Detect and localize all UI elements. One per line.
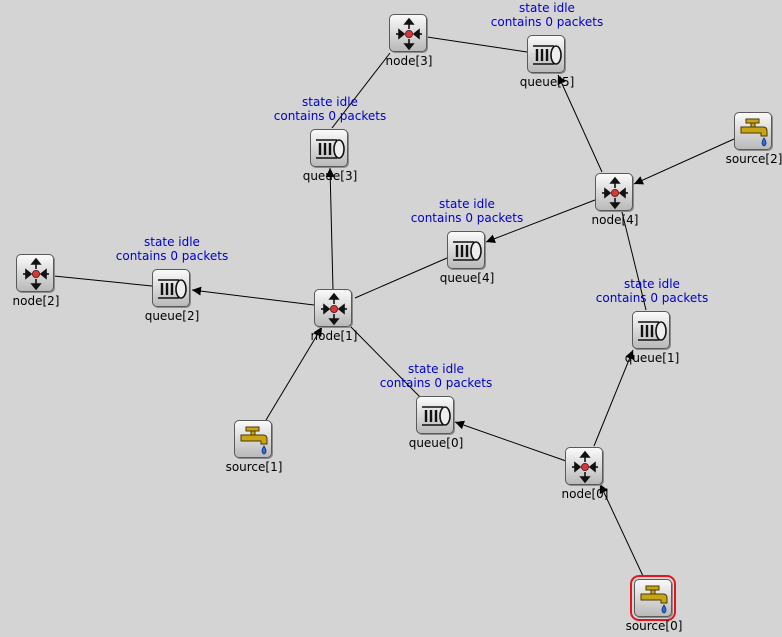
link-source2-node4 bbox=[633, 138, 735, 185]
link-node1-queue2 bbox=[191, 286, 315, 306]
link-node4-queue5 bbox=[557, 74, 603, 173]
queue-icon bbox=[527, 35, 565, 73]
router-icon bbox=[16, 254, 54, 292]
router-icon bbox=[314, 289, 352, 327]
module-label: node[3] bbox=[385, 54, 433, 68]
queue-icon bbox=[416, 396, 454, 434]
router-icon bbox=[595, 173, 633, 211]
module-label: queue[3] bbox=[302, 169, 358, 183]
module-label: queue[0] bbox=[408, 436, 464, 450]
queue-state-text: state idle bbox=[302, 95, 358, 109]
queue-icon bbox=[152, 269, 190, 307]
link-queue2-node2 bbox=[53, 275, 153, 287]
faucet-icon bbox=[734, 112, 772, 150]
queue-state-text: state idle bbox=[144, 235, 200, 249]
queue-state-text: state idle bbox=[624, 277, 680, 291]
module-label: source[0] bbox=[625, 619, 683, 633]
queue-contents-text: contains 0 packets bbox=[595, 291, 709, 305]
link-source1-node1 bbox=[265, 326, 323, 421]
queue-state-text: state idle bbox=[408, 362, 464, 376]
link-queue4-node1 bbox=[354, 257, 448, 299]
router-icon bbox=[389, 14, 427, 52]
link-node1-queue3 bbox=[325, 167, 335, 291]
module-label: node[1] bbox=[310, 329, 358, 343]
link-queue1-node4 bbox=[621, 211, 647, 311]
module-label: source[2] bbox=[725, 152, 782, 166]
module-label: node[2] bbox=[12, 294, 60, 308]
queue-contents-text: contains 0 packets bbox=[490, 15, 604, 29]
module-label: node[4] bbox=[591, 213, 639, 227]
queue-contents-text: contains 0 packets bbox=[410, 211, 524, 225]
module-label: queue[1] bbox=[624, 351, 680, 365]
link-node4-queue4 bbox=[485, 199, 596, 243]
router-icon bbox=[565, 447, 603, 485]
queue-state-text: state idle bbox=[439, 197, 495, 211]
queue-icon bbox=[632, 311, 670, 349]
queue-contents-text: contains 0 packets bbox=[273, 109, 387, 123]
link-queue3-node3 bbox=[331, 52, 391, 129]
link-source0-node0 bbox=[599, 483, 644, 577]
module-label: node[0] bbox=[561, 487, 609, 501]
link-node0-queue1 bbox=[593, 349, 634, 447]
queue-state-text: state idle bbox=[519, 1, 575, 15]
queue-icon bbox=[310, 129, 348, 167]
queue-contents-text: contains 0 packets bbox=[115, 249, 229, 263]
queue-contents-text: contains 0 packets bbox=[379, 376, 493, 390]
module-label: queue[4] bbox=[439, 271, 495, 285]
faucet-icon bbox=[234, 420, 272, 458]
module-label: source[1] bbox=[225, 460, 283, 474]
queue-icon bbox=[447, 231, 485, 269]
link-node3-queue5 bbox=[426, 36, 528, 53]
link-queue0-node1 bbox=[349, 325, 421, 398]
module-label: queue[2] bbox=[144, 309, 200, 323]
module-label: queue[5] bbox=[519, 75, 575, 89]
link-node0-queue0 bbox=[454, 420, 567, 462]
faucet-icon bbox=[630, 575, 676, 621]
